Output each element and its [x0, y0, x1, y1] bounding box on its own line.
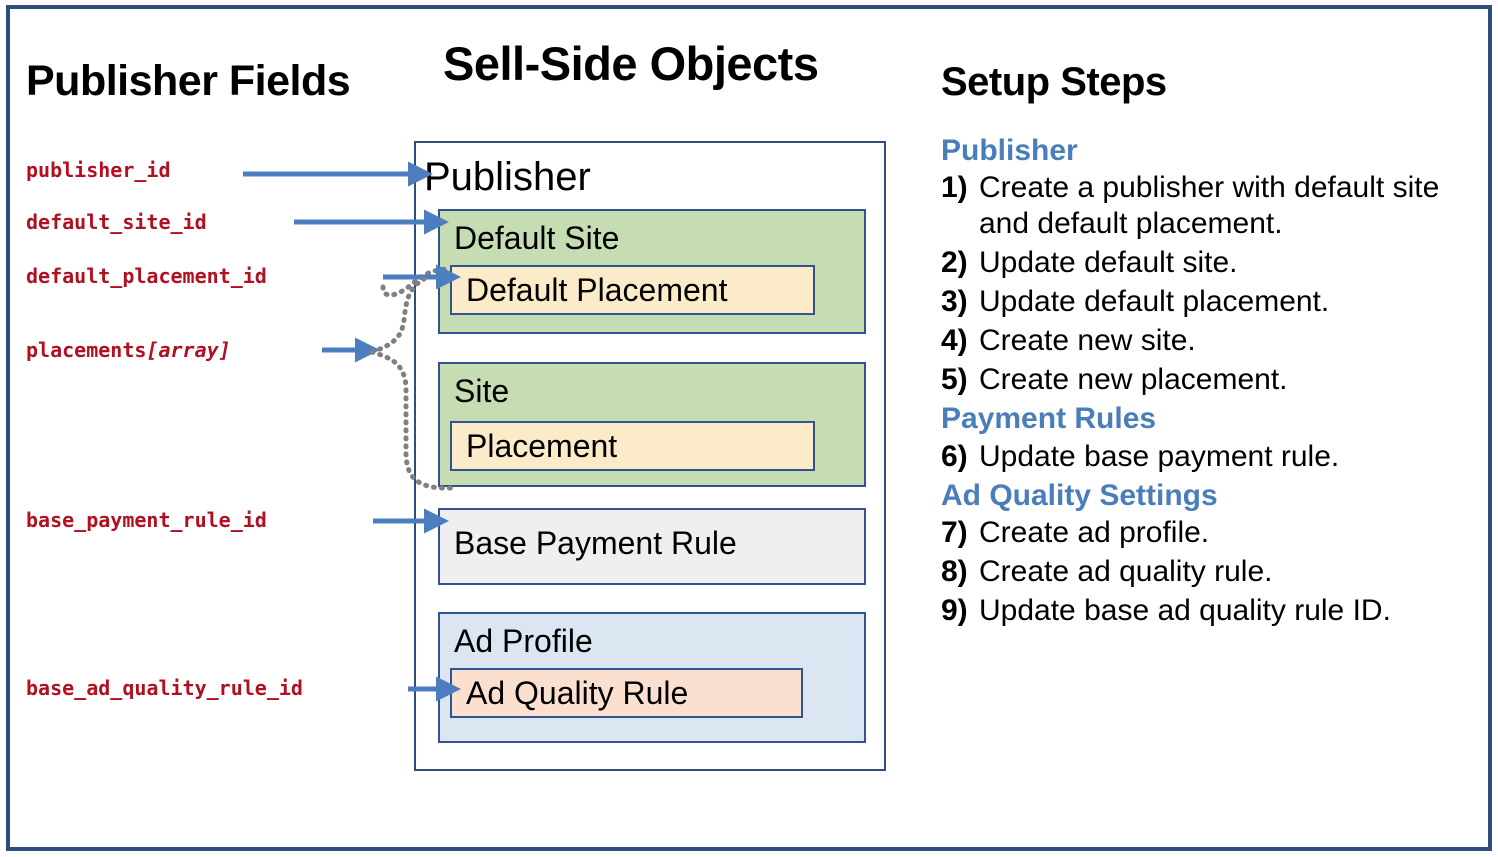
step-text: Update default site.: [979, 246, 1238, 280]
field-name-text: base_payment_rule_id: [26, 508, 267, 532]
step-text: Update default placement.: [979, 285, 1330, 319]
setup-group-heading-ad-quality-settings: Ad Quality Settings: [941, 478, 1218, 512]
setup-step-7: 7) Create ad profile.: [941, 515, 1471, 551]
page-title-publisher-fields: Publisher Fields: [26, 57, 351, 105]
field-label-default-site-id: default_site_id: [26, 210, 207, 234]
step-text: Update base payment rule.: [979, 439, 1340, 473]
step-number: 7): [941, 516, 968, 550]
setup-group-heading-publisher: Publisher: [941, 134, 1078, 167]
field-name-text: base_ad_quality_rule_id: [26, 676, 303, 700]
publisher-object-label: Publisher: [424, 155, 591, 199]
step-text: Update base ad quality rule ID.: [979, 594, 1391, 628]
field-label-default-placement-id: default_placement_id: [26, 264, 267, 288]
step-number: 5): [941, 363, 968, 397]
step-number: 1): [941, 171, 968, 205]
page-title-sell-side-objects: Sell-Side Objects: [443, 37, 819, 90]
object-label-base-payment-rule: Base Payment Rule: [454, 525, 737, 561]
field-label-base-payment-rule-id: base_payment_rule_id: [26, 508, 267, 532]
object-box-placement: Placement: [450, 421, 815, 471]
setup-step-4: 4) Create new site.: [941, 323, 1471, 359]
step-number: 8): [941, 555, 968, 589]
field-label-placements: placements[array]: [26, 338, 231, 362]
field-name-text: default_placement_id: [26, 264, 267, 288]
object-label-default-site: Default Site: [454, 220, 620, 256]
object-label-ad-quality-rule: Ad Quality Rule: [466, 675, 689, 711]
page-title-setup-steps: Setup Steps: [941, 60, 1167, 104]
object-box-default-placement: Default Placement: [450, 265, 815, 315]
step-text: Create new site.: [979, 324, 1196, 358]
setup-step-3: 3) Update default placement.: [941, 284, 1471, 320]
object-box-base-payment-rule: Base Payment Rule: [438, 508, 866, 585]
object-label-site: Site: [454, 373, 510, 409]
field-label-base-ad-quality-rule-id: base_ad_quality_rule_id: [26, 676, 303, 700]
field-name-text: placements: [26, 338, 147, 362]
setup-step-5: 5) Create new placement.: [941, 362, 1471, 398]
step-number: 9): [941, 594, 968, 628]
setup-group-heading-payment-rules: Payment Rules: [941, 402, 1157, 436]
field-name-text: default_site_id: [26, 210, 207, 234]
field-name-text: publisher_id: [26, 158, 171, 182]
setup-step-1: 1) Create a publisher with default site a…: [941, 170, 1471, 242]
setup-step-9: 9) Update base ad quality rule ID.: [941, 593, 1471, 629]
setup-steps-list: Publisher 1) Create a publisher with defa…: [941, 133, 1471, 632]
setup-step-2: 2) Update default site.: [941, 245, 1471, 281]
field-suffix-text: [array]: [146, 338, 231, 362]
step-text: Create new placement.: [979, 363, 1288, 397]
field-label-publisher-id: publisher_id: [26, 158, 171, 182]
step-number: 6): [941, 439, 968, 473]
setup-step-8: 8) Create ad quality rule.: [941, 554, 1471, 590]
step-text: Create ad profile.: [979, 516, 1210, 550]
step-number: 3): [941, 285, 968, 319]
object-label-placement: Placement: [466, 428, 618, 464]
setup-step-6: 6) Update base payment rule.: [941, 439, 1471, 475]
step-text: Create a publisher with default site and…: [979, 171, 1440, 241]
outer-frame: [6, 5, 1492, 851]
step-number: 2): [941, 246, 968, 280]
step-number: 4): [941, 324, 968, 358]
object-label-default-placement: Default Placement: [466, 272, 728, 308]
object-label-ad-profile: Ad Profile: [454, 623, 593, 659]
step-text: Create ad quality rule.: [979, 555, 1273, 589]
object-box-ad-quality-rule: Ad Quality Rule: [450, 668, 803, 718]
